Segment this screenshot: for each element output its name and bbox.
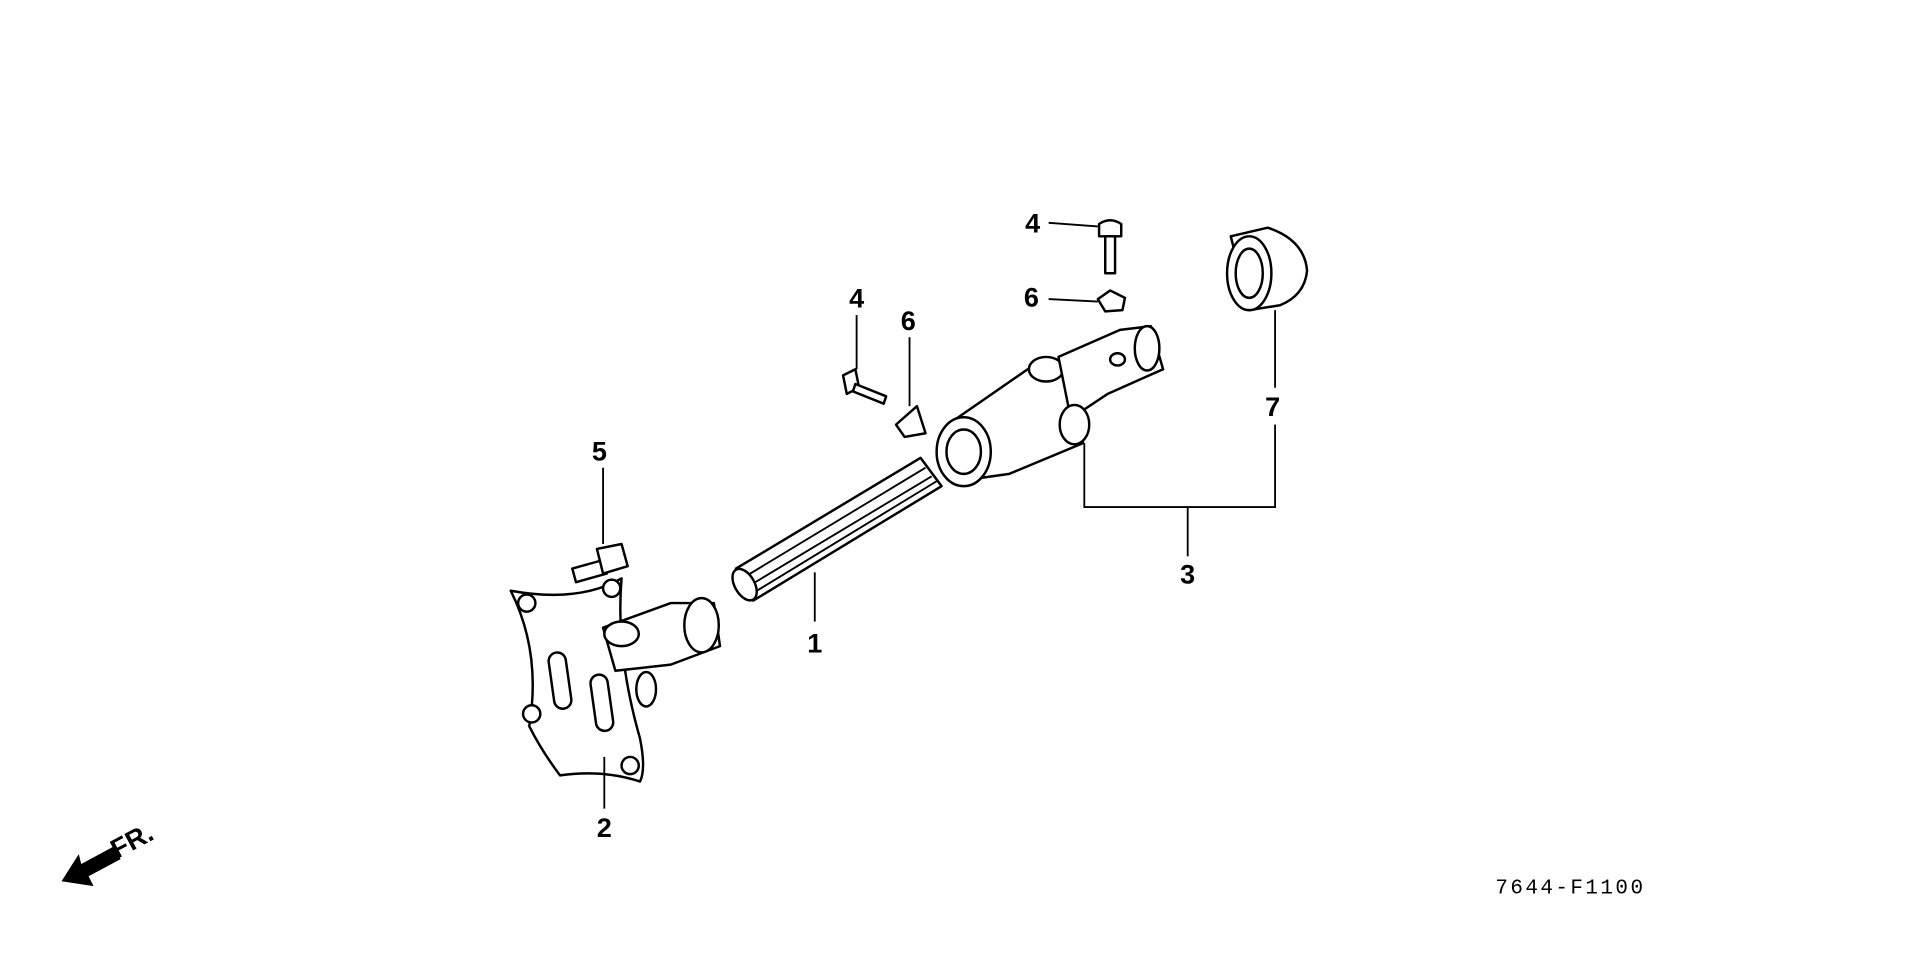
callout-4-top: 4 xyxy=(1025,208,1040,239)
universal-joint-part-3 xyxy=(935,324,1165,488)
callout-3: 3 xyxy=(1180,558,1195,589)
nut-part-6-top xyxy=(1096,289,1127,313)
seal-part-7 xyxy=(1225,226,1309,312)
splined-shaft-part-1 xyxy=(731,456,943,602)
clip-part-6-left xyxy=(894,404,927,439)
callout-4-left: 4 xyxy=(849,283,864,314)
bolt-part-4-top xyxy=(1097,219,1123,275)
flange-yoke-part-2 xyxy=(509,577,722,783)
callout-7: 7 xyxy=(1265,391,1280,422)
bolt-part-5 xyxy=(571,542,629,584)
callout-6-left: 6 xyxy=(901,305,916,336)
callout-1: 1 xyxy=(807,627,822,658)
figure-code: 7644-F1100 xyxy=(1495,878,1645,901)
callout-2: 2 xyxy=(597,812,612,843)
front-direction-arrow: FR. xyxy=(61,817,158,887)
callout-6-top: 6 xyxy=(1024,281,1039,312)
callout-5: 5 xyxy=(592,435,607,466)
bolt-part-4-left xyxy=(841,368,888,405)
leader-lines xyxy=(602,221,1276,809)
